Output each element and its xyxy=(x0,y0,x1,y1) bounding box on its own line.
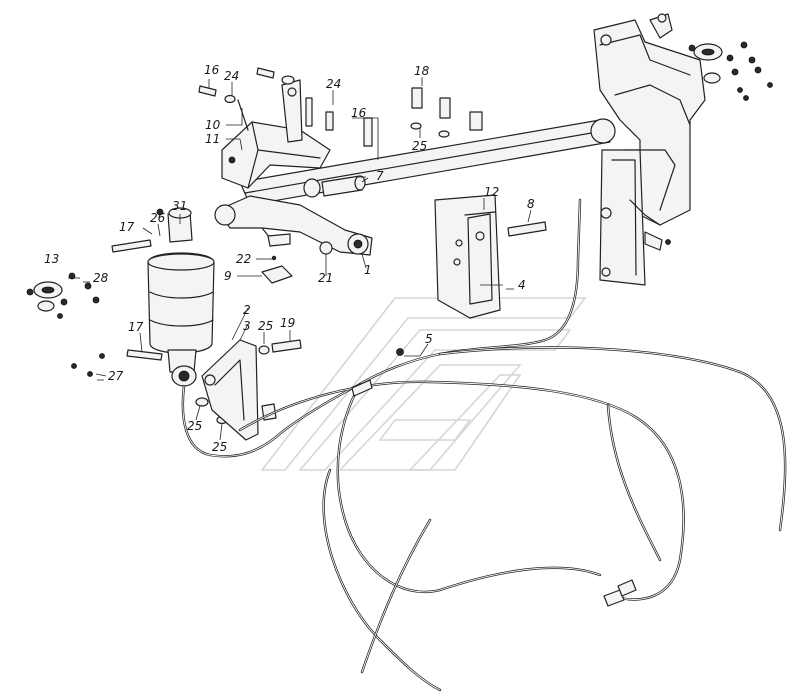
pad-plate xyxy=(261,255,293,284)
callout-10: 10 xyxy=(205,118,221,132)
callout-28: 28 xyxy=(93,271,109,285)
trailing-arm xyxy=(214,195,373,256)
callout-5: 5 xyxy=(425,332,433,346)
callout-3: 3 xyxy=(243,319,251,333)
callout-25-mid: 25 xyxy=(258,319,273,333)
callout-22: 22 xyxy=(236,252,251,266)
callout-24-upper-left: 24 xyxy=(224,69,239,83)
fasteners xyxy=(111,67,547,425)
center-bracket xyxy=(434,194,501,319)
callout-31: 31 xyxy=(172,199,187,213)
upper-bracket-left xyxy=(221,79,331,189)
hardware-top-right xyxy=(688,41,773,101)
callout-16-upper-mid: 16 xyxy=(351,106,367,120)
callout-25-lower-b: 25 xyxy=(212,440,227,454)
watermark xyxy=(260,297,587,471)
callout-11: 11 xyxy=(205,132,220,146)
callout-12: 12 xyxy=(484,185,499,199)
leader-lines xyxy=(68,77,532,441)
callout-24-upper-mid: 24 xyxy=(326,77,341,91)
hardware-left xyxy=(26,208,164,377)
frame-bracket-right xyxy=(593,13,706,286)
callout-labels: 16 24 10 11 24 16 18 25 7 12 8 31 26 17 … xyxy=(44,63,535,454)
callout-21: 21 xyxy=(318,271,333,285)
callout-16-upper-left: 16 xyxy=(204,63,220,77)
nut xyxy=(319,241,333,255)
callout-18: 18 xyxy=(414,64,430,78)
callout-9: 9 xyxy=(224,269,232,283)
callout-17-upper: 17 xyxy=(119,220,135,234)
bushing xyxy=(303,175,366,198)
callout-1: 1 xyxy=(364,263,372,277)
callout-25-upper: 25 xyxy=(412,139,427,153)
spring-bracket xyxy=(201,339,259,441)
air-spring xyxy=(147,207,215,387)
callout-7: 7 xyxy=(376,169,384,183)
air-lines xyxy=(181,198,787,692)
callout-27: 27 xyxy=(108,369,124,383)
callout-25-lower-a: 25 xyxy=(187,419,202,433)
callout-17-lower: 17 xyxy=(128,320,144,334)
callout-4: 4 xyxy=(518,278,526,292)
callout-26: 26 xyxy=(150,211,166,225)
callout-13: 13 xyxy=(44,252,59,266)
callout-19: 19 xyxy=(280,316,295,330)
callout-dashes xyxy=(83,176,514,381)
callout-8: 8 xyxy=(527,197,535,211)
callout-2: 2 xyxy=(243,303,251,317)
